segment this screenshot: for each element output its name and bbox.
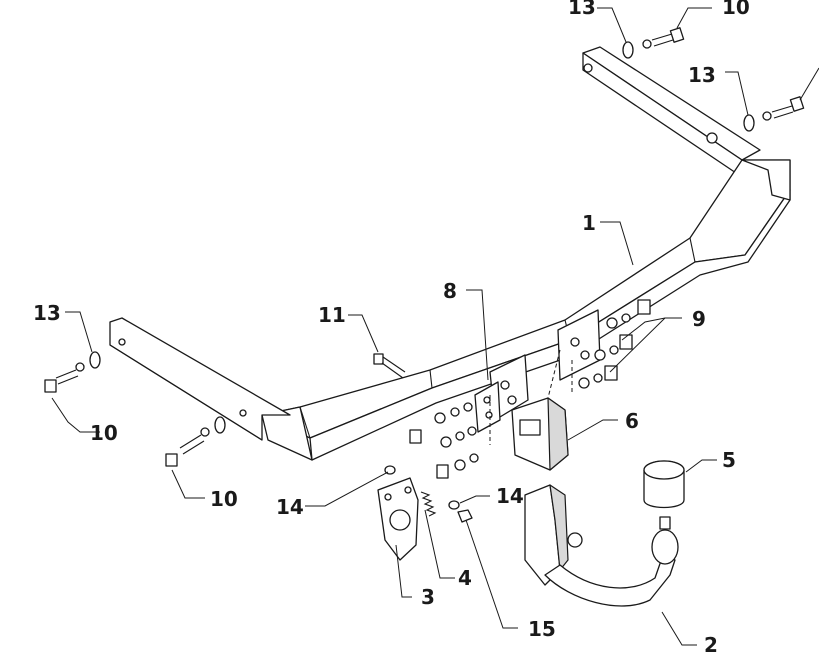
fasteners xyxy=(44,27,805,523)
tow-ball xyxy=(651,529,679,565)
socket-holder-slot xyxy=(519,419,541,436)
neck-bracket-side xyxy=(549,484,569,571)
washer-left-lower xyxy=(214,416,226,434)
washer-top-left xyxy=(622,41,634,59)
tow-ball-cap xyxy=(643,460,685,509)
beam-left-end xyxy=(261,406,313,461)
callout-5: 5 xyxy=(722,448,736,472)
socket-plate-hole xyxy=(389,509,411,531)
bolt-11-head xyxy=(373,353,384,365)
right-side-arm xyxy=(582,46,761,161)
callout-4: 4 xyxy=(458,566,472,590)
nut-15 xyxy=(457,509,473,523)
bracket-plate xyxy=(474,381,501,433)
bolt-head-top-right xyxy=(789,96,805,112)
bolt-9-c xyxy=(604,365,618,381)
crossbar-beam xyxy=(109,46,791,461)
callout-13-top-left: 13 xyxy=(568,0,596,19)
right-arm-nut-lower xyxy=(706,132,718,144)
socket-plate xyxy=(377,477,419,561)
bolt-head-left-upper xyxy=(44,379,57,393)
callout-3: 3 xyxy=(421,585,435,609)
tow-ball-neck xyxy=(659,516,671,530)
callout-labels: 13 10 13 1 13 11 8 9 10 6 5 10 14 14 4 3… xyxy=(33,0,750,657)
bolt-head-left-lower xyxy=(165,453,178,467)
tow-ball-cap-body xyxy=(643,470,685,509)
bolt-8-a xyxy=(409,429,422,444)
bolt-9-a xyxy=(637,299,651,315)
washer-top-right xyxy=(743,114,755,132)
spring xyxy=(420,491,437,517)
washer-left xyxy=(89,351,101,369)
washer-14-right xyxy=(448,500,460,510)
callout-11: 11 xyxy=(318,303,346,327)
socket-holder-side xyxy=(547,397,569,471)
bolt-head-top-left xyxy=(669,27,685,43)
callout-10-left-lower: 10 xyxy=(210,487,238,511)
bolt-8-b xyxy=(436,464,449,479)
right-side-arm-face xyxy=(582,52,743,178)
callout-10-left-upper: 10 xyxy=(90,421,118,445)
leader-lines xyxy=(51,7,819,646)
tow-bar-neck xyxy=(524,484,679,607)
mounting-bracket xyxy=(474,381,501,433)
callout-10-top: 10 xyxy=(722,0,750,19)
callout-14-left: 14 xyxy=(276,495,304,519)
bolt-9-b xyxy=(619,334,633,350)
callout-2: 2 xyxy=(704,633,718,657)
tow-bar-curve xyxy=(544,554,676,607)
spring-coil xyxy=(420,491,437,517)
callout-15: 15 xyxy=(528,617,556,641)
socket-holder xyxy=(511,397,569,471)
right-arm-nut-upper xyxy=(583,63,593,73)
callout-14-right: 14 xyxy=(496,484,524,508)
lock-washer-top-left xyxy=(642,39,652,49)
callout-9: 9 xyxy=(692,307,706,331)
callout-6: 6 xyxy=(625,409,639,433)
callout-1: 1 xyxy=(582,211,596,235)
left-arm-hole-2 xyxy=(239,409,247,417)
left-arm-hole xyxy=(118,338,126,346)
neck-pivot xyxy=(567,532,583,548)
callout-13-top-right: 13 xyxy=(688,63,716,87)
callout-13-left: 13 xyxy=(33,301,61,325)
beam-right-end xyxy=(741,159,791,201)
callout-8: 8 xyxy=(443,279,457,303)
